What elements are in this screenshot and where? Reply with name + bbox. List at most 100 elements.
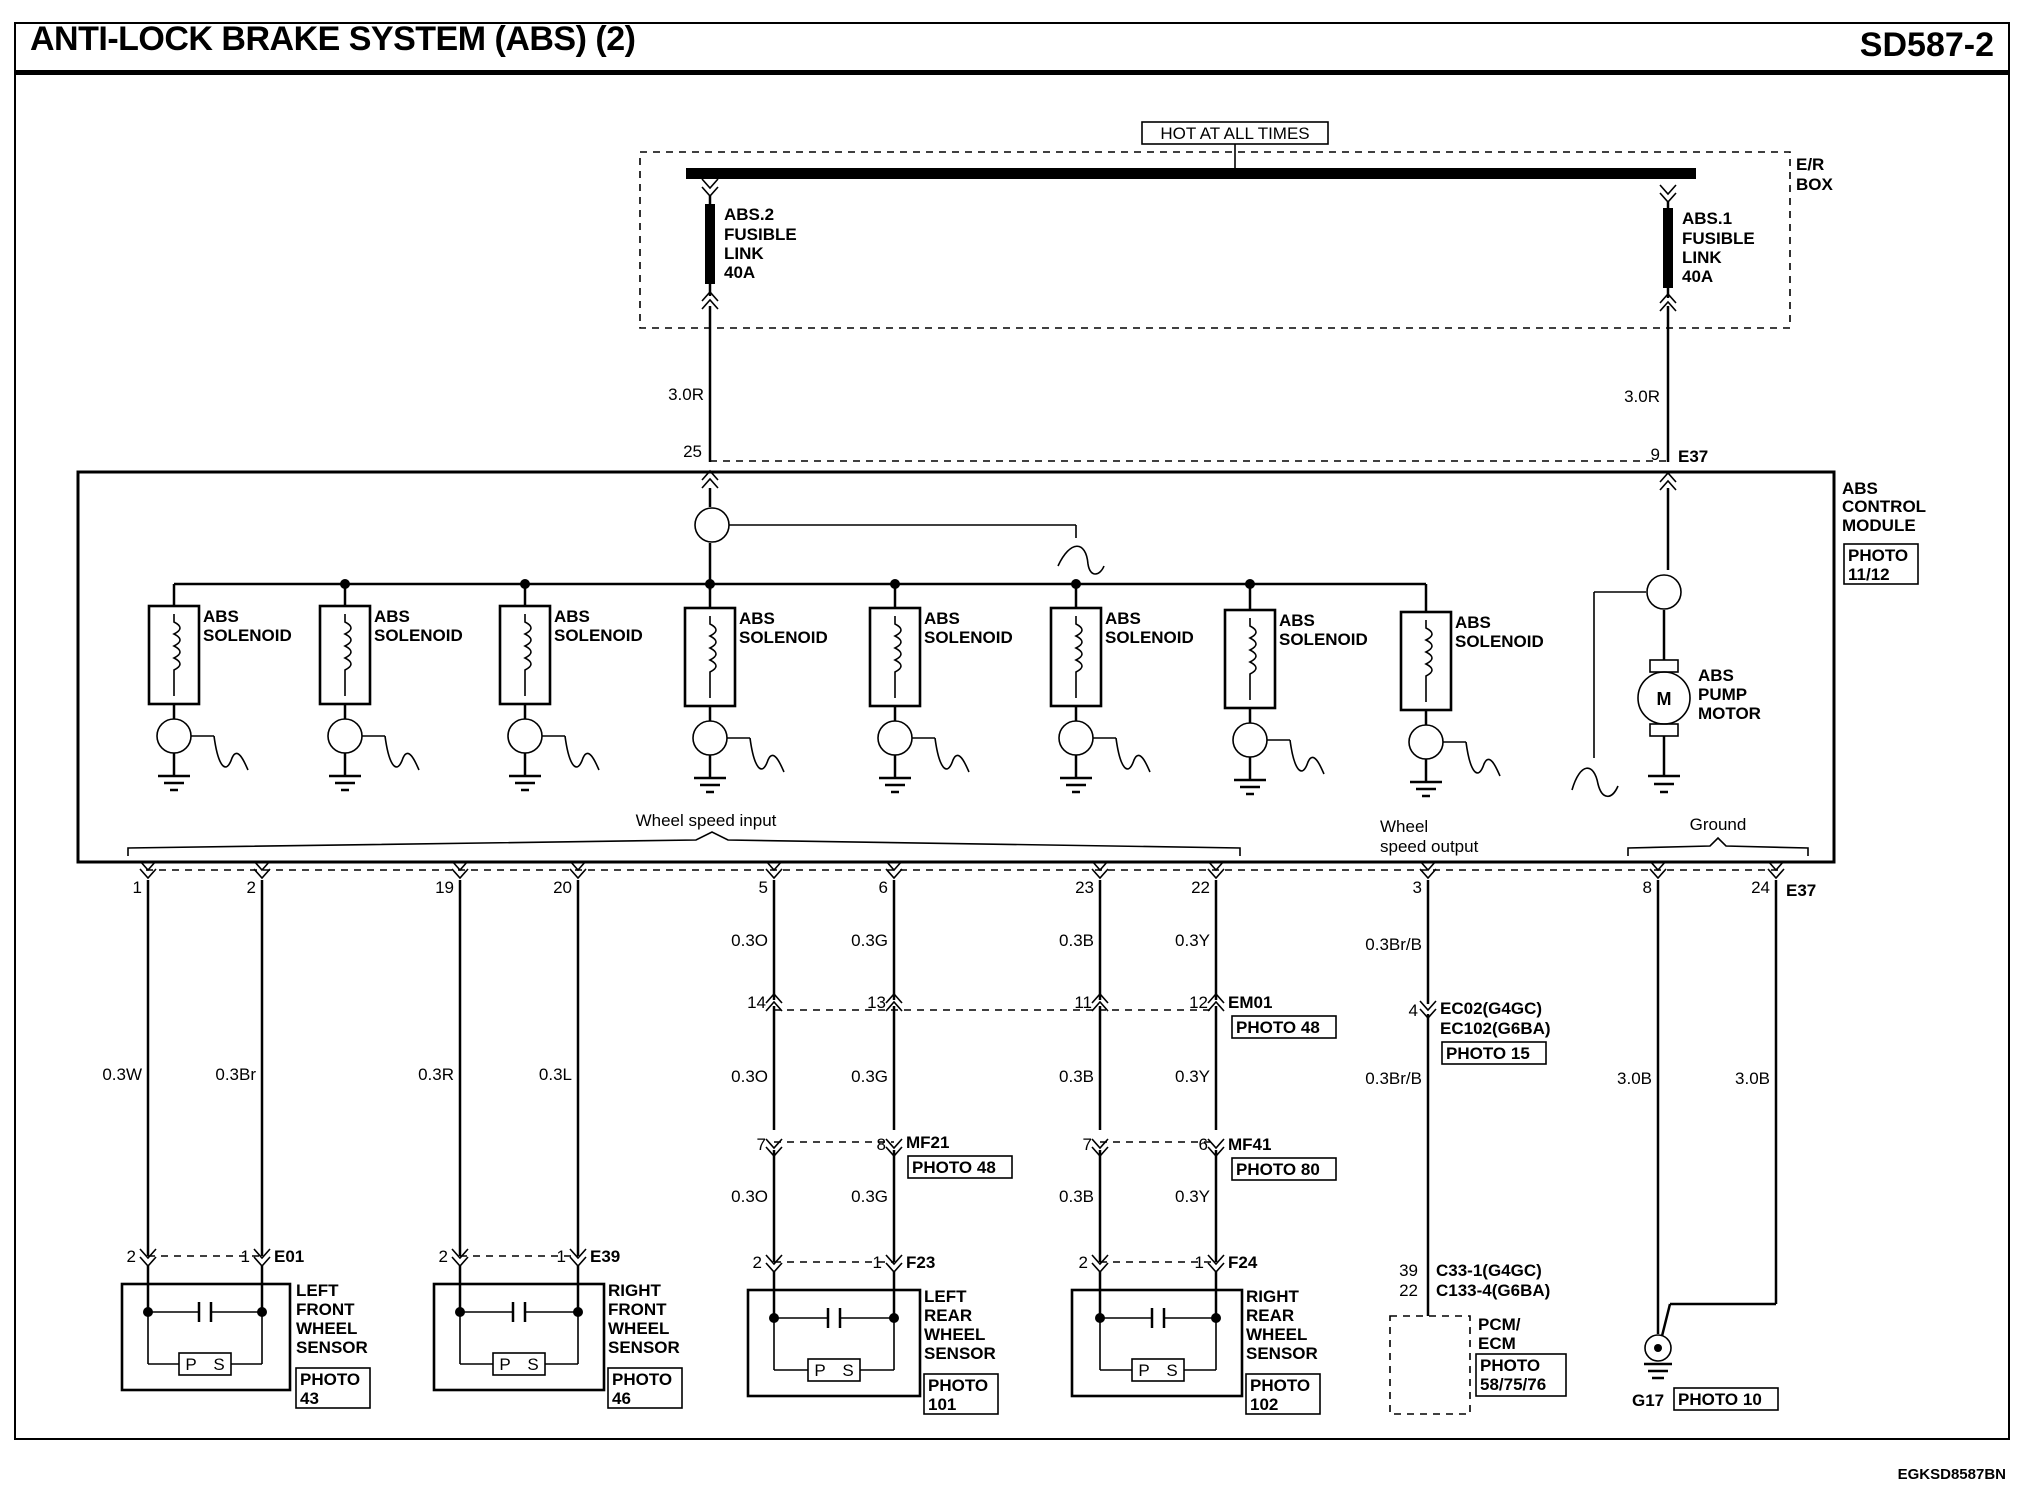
- sensor-label: REAR: [1246, 1306, 1294, 1325]
- svg-text:FUSIBLE: FUSIBLE: [724, 225, 797, 244]
- control-signal: [564, 735, 600, 771]
- solenoid-label: ABS: [739, 609, 775, 628]
- connector-label: E37: [1786, 881, 1816, 900]
- svg-text:speed output: speed output: [1380, 837, 1479, 856]
- abs-pump-motor: M ABS PUMP MOTOR: [1571, 488, 1761, 798]
- connector-chevron: [139, 860, 157, 879]
- ps-element: [178, 1352, 232, 1376]
- svg-text:LINK: LINK: [724, 244, 764, 263]
- solenoid-coil: [708, 616, 717, 698]
- ps-letter: S: [1166, 1361, 1177, 1380]
- em01-photo: PHOTO 48: [1236, 1018, 1320, 1037]
- ec02-photo: PHOTO 15: [1446, 1044, 1530, 1063]
- driver-transistor: [1232, 722, 1268, 758]
- wire-label: 0.3O: [731, 931, 768, 950]
- solenoid-label: ABS: [554, 607, 590, 626]
- connector-chevron: [569, 860, 587, 879]
- connector-label: EC102(G6BA): [1440, 1019, 1551, 1038]
- svg-text:11/12: 11/12: [1848, 565, 1890, 584]
- pin-label: 1: [133, 878, 142, 897]
- wire-label: 0.3Br/B: [1365, 1069, 1422, 1088]
- sensor-label: SENSOR: [1246, 1344, 1318, 1363]
- connector-chevron: [765, 860, 783, 879]
- sensor-label: WHEEL: [608, 1319, 669, 1338]
- sensor-photo-box: [923, 1373, 999, 1415]
- pin-label: 12: [1189, 993, 1208, 1012]
- sensor-photo: PHOTO: [612, 1370, 672, 1389]
- motor-letter: M: [1657, 689, 1672, 709]
- pin-label: 7: [1083, 1135, 1092, 1154]
- wire-label: 0.3B: [1059, 931, 1094, 950]
- driver-transistor: [156, 718, 192, 754]
- svg-text:PHOTO: PHOTO: [1848, 546, 1908, 565]
- connector-label: MF21: [906, 1133, 949, 1152]
- pcm-label: ECM: [1478, 1334, 1516, 1353]
- g17-photo: PHOTO 10: [1678, 1390, 1762, 1409]
- control-signal: [934, 737, 970, 773]
- ps-letter: P: [185, 1355, 196, 1374]
- solenoid-label: ABS: [1455, 613, 1491, 632]
- solenoid-label: SOLENOID: [1279, 630, 1368, 649]
- em01-photo-box: [1231, 1015, 1337, 1039]
- solenoid-coil: [343, 614, 352, 696]
- wire-label: 3.0R: [1624, 387, 1660, 406]
- connector-label: F24: [1228, 1253, 1258, 1272]
- sensor-label: WHEEL: [924, 1325, 985, 1344]
- wire-label: 0.3R: [418, 1065, 454, 1084]
- wire-label: 0.3G: [851, 1187, 888, 1206]
- driver-transistor: [692, 720, 728, 756]
- wire-label: 0.3G: [851, 931, 888, 950]
- solenoid-coil: [1074, 616, 1083, 698]
- pin-label: 7: [757, 1135, 766, 1154]
- ground-brace: [1627, 836, 1809, 856]
- connector-label: E01: [274, 1247, 304, 1266]
- wire-label: 3.0B: [1735, 1069, 1770, 1088]
- sensor-photo: 43: [300, 1389, 319, 1408]
- sensor-label: SENSOR: [924, 1344, 996, 1363]
- sensor-label: LEFT: [924, 1287, 967, 1306]
- wheel-speed-input-brace: [127, 831, 1241, 856]
- sensor-photo-box: [295, 1367, 371, 1409]
- abs2-fusible-link: ABS.2 FUSIBLE LINK 40A: [701, 178, 797, 310]
- sensor-photo: PHOTO: [928, 1376, 988, 1395]
- pin-label: 25: [683, 442, 702, 461]
- driver-transistor: [1058, 720, 1094, 756]
- sensor-photo: 46: [612, 1389, 631, 1408]
- solenoid-label: SOLENOID: [1105, 628, 1194, 647]
- wire-label: 3.0R: [668, 385, 704, 404]
- diagram-code: SD587-2: [1859, 26, 1994, 64]
- connector-label: EC02(G4GC): [1440, 999, 1542, 1018]
- svg-text:ABS.2: ABS.2: [724, 205, 774, 224]
- mf41-photo: PHOTO 80: [1236, 1160, 1320, 1179]
- solenoid-label: SOLENOID: [1455, 632, 1544, 651]
- sensor-label: WHEEL: [1246, 1325, 1307, 1344]
- connector-chevron: [1649, 860, 1667, 879]
- wire-label: 0.3Y: [1175, 931, 1210, 950]
- solenoid-label: ABS: [924, 609, 960, 628]
- sensor-photo: PHOTO: [300, 1370, 360, 1389]
- svg-text:40A: 40A: [1682, 267, 1713, 286]
- control-signal: [1289, 739, 1325, 775]
- er-box-label: E/R: [1796, 155, 1824, 174]
- sensor-label: SENSOR: [296, 1338, 368, 1357]
- driver-transistor: [1408, 724, 1444, 760]
- footer-code: EGKSD8587BN: [1897, 1466, 2006, 1483]
- connector-chevron: [1767, 860, 1785, 879]
- abs1-fusible-link: ABS.1 FUSIBLE LINK 40A: [1659, 184, 1755, 312]
- pcm-ecm: [1389, 1315, 1471, 1415]
- wire-label: 0.3O: [731, 1067, 768, 1086]
- pin-label: 2: [1079, 1253, 1088, 1272]
- svg-text:FUSIBLE: FUSIBLE: [1682, 229, 1755, 248]
- solenoid-label: SOLENOID: [924, 628, 1013, 647]
- solenoid-label: SOLENOID: [554, 626, 643, 645]
- sensor-label: FRONT: [296, 1300, 355, 1319]
- solenoid-coil: [893, 616, 902, 698]
- svg-text:LINK: LINK: [1682, 248, 1722, 267]
- sensor-body: [1070, 1288, 1244, 1398]
- svg-text:40A: 40A: [724, 263, 755, 282]
- ps-letter: S: [213, 1355, 224, 1374]
- sensor-body: [120, 1282, 292, 1392]
